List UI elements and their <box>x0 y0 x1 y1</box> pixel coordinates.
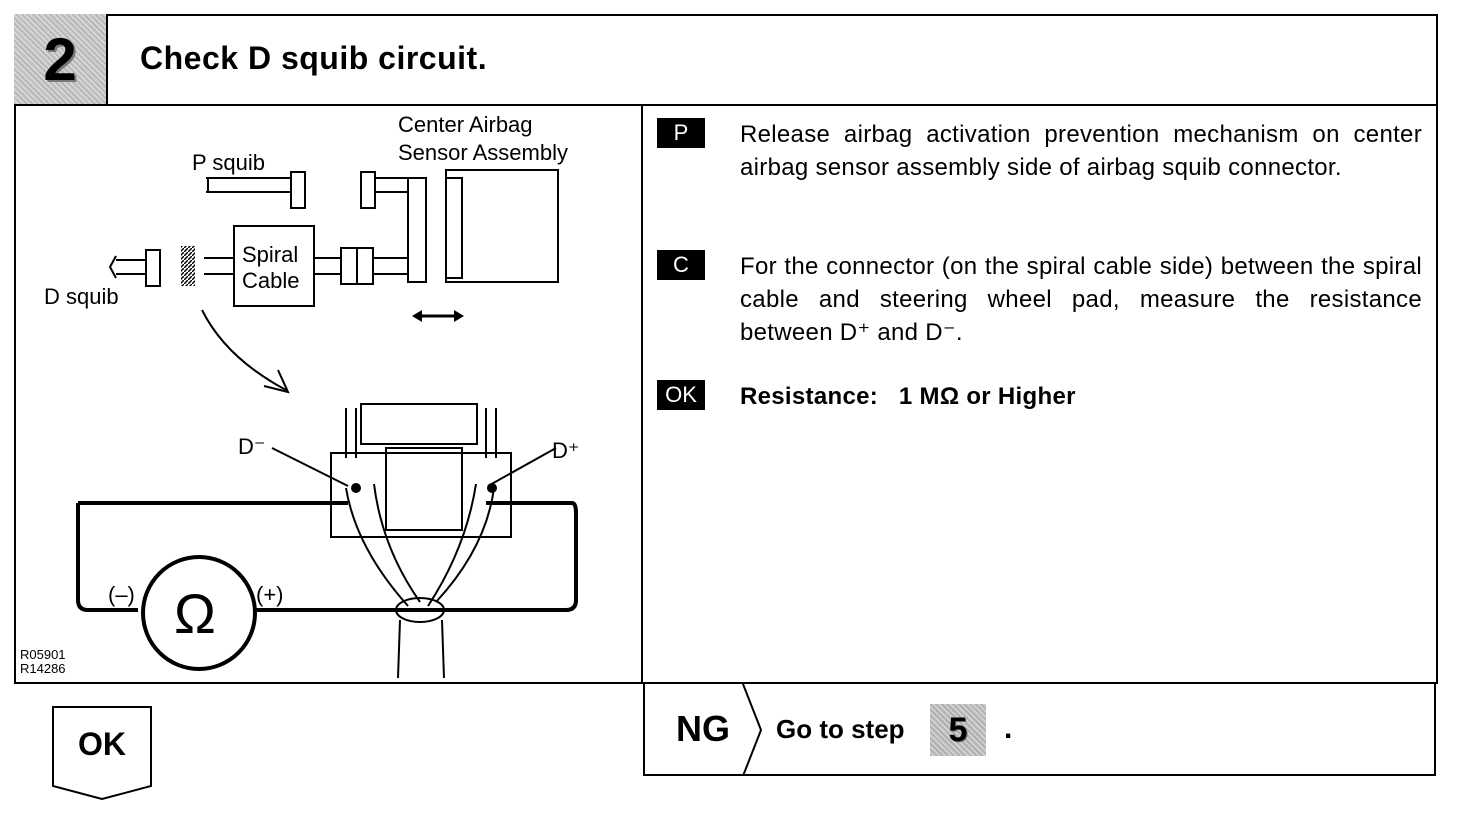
spiral-label-1: Spiral <box>242 242 299 267</box>
sensor-connector-bar <box>407 177 427 283</box>
ok-result-shape <box>52 706 152 800</box>
badge-ok: OK <box>657 380 705 410</box>
meter-plus-label: (+) <box>256 582 284 607</box>
badge-p: P <box>657 118 705 148</box>
step-number-box: 2 <box>14 14 108 104</box>
step-number: 2 <box>43 25 77 93</box>
lead-plus <box>256 501 578 612</box>
center-airbag-label-2: Sensor Assembly <box>398 140 568 165</box>
p-squib-plug <box>290 171 306 209</box>
goto-period: . <box>1004 712 1013 745</box>
goto-step-number[interactable]: 5 <box>930 704 986 756</box>
sensor-plug-p <box>360 171 376 209</box>
wiring-illustration: Center Airbag Sensor Assembly P squib D … <box>16 108 641 682</box>
resistance-spec: Resistance: 1 MΩ or Higher <box>740 383 1076 410</box>
center-airbag-label-1: Center Airbag <box>398 112 533 137</box>
instruction-text: Release airbag activation prevention mec… <box>740 121 1422 181</box>
ohm-symbol: Ω <box>174 582 216 645</box>
step-header: 2 Check D squib circuit. <box>14 14 1438 106</box>
ng-chevron-icon <box>742 684 763 776</box>
step-title: Check D squib circuit. <box>140 40 488 76</box>
spiral-label-2: Cable <box>242 268 300 293</box>
ng-result-box <box>643 684 1436 776</box>
sensor-side-plate <box>445 177 463 279</box>
p-squib-label: P squib <box>192 150 265 175</box>
ohmmeter <box>141 555 257 671</box>
d-squib-label: D squib <box>44 284 119 309</box>
column-divider <box>641 106 643 684</box>
p-squib-wire <box>206 177 291 193</box>
badge-c: C <box>657 250 705 280</box>
lead-minus <box>76 503 138 612</box>
meter-minus-label: (–) <box>108 582 135 607</box>
spiral-cable-box <box>233 225 315 307</box>
goto-text: Go to step <box>776 714 905 744</box>
ng-result-label: NG <box>676 708 730 749</box>
figure-code: R05901 R14286 <box>20 647 66 676</box>
connector-body <box>330 452 512 538</box>
ok-result-label: OK <box>78 726 126 762</box>
d-plus-label: D⁺ <box>552 438 580 463</box>
d-squib-plug <box>145 249 161 287</box>
wiring-diagram-svg <box>76 169 578 679</box>
instruction-text: For the connector (on the spiral cable s… <box>740 253 1422 346</box>
d-minus-label: D⁻ <box>238 434 266 459</box>
procedure-frame <box>14 14 1438 684</box>
